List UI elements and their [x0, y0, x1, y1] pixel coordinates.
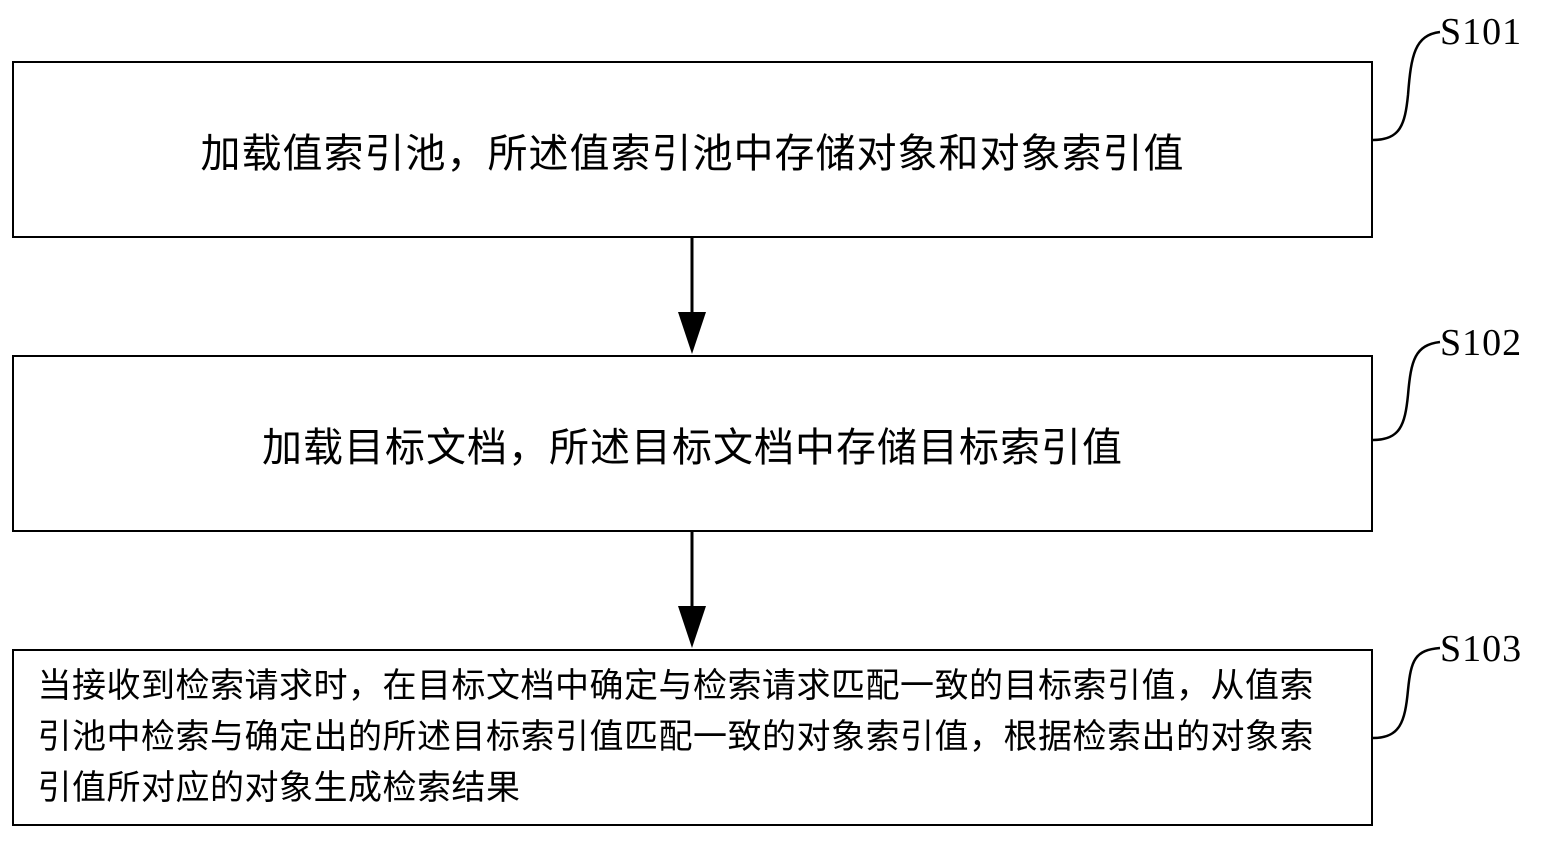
arrow-s101-to-s102 — [678, 238, 706, 354]
leader-line-s102 — [1372, 340, 1441, 442]
step-label-s101: S101 — [1440, 11, 1523, 53]
step-box-s102: 加载目标文档，所述目标文档中存储目标索引值 — [12, 355, 1373, 532]
step-box-s101: 加载值索引池，所述值索引池中存储对象和对象索引值 — [12, 61, 1373, 238]
step-text-s103: 当接收到检索请求时，在目标文档中确定与检索请求匹配一致的目标索引值，从值索引池中… — [37, 666, 1314, 808]
step-box-s103: 当接收到检索请求时，在目标文档中确定与检索请求匹配一致的目标索引值，从值索引池中… — [12, 649, 1373, 826]
leader-line-s101 — [1372, 30, 1441, 142]
leader-line-s103 — [1372, 646, 1441, 740]
step-label-s103: S103 — [1440, 628, 1523, 670]
step-text-s102: 加载目标文档，所述目标文档中存储目标索引值 — [262, 424, 1123, 471]
step-text-s101: 加载值索引池，所述值索引池中存储对象和对象索引值 — [200, 130, 1185, 177]
step-label-s102: S102 — [1440, 322, 1523, 364]
arrow-s102-to-s103 — [678, 532, 706, 648]
